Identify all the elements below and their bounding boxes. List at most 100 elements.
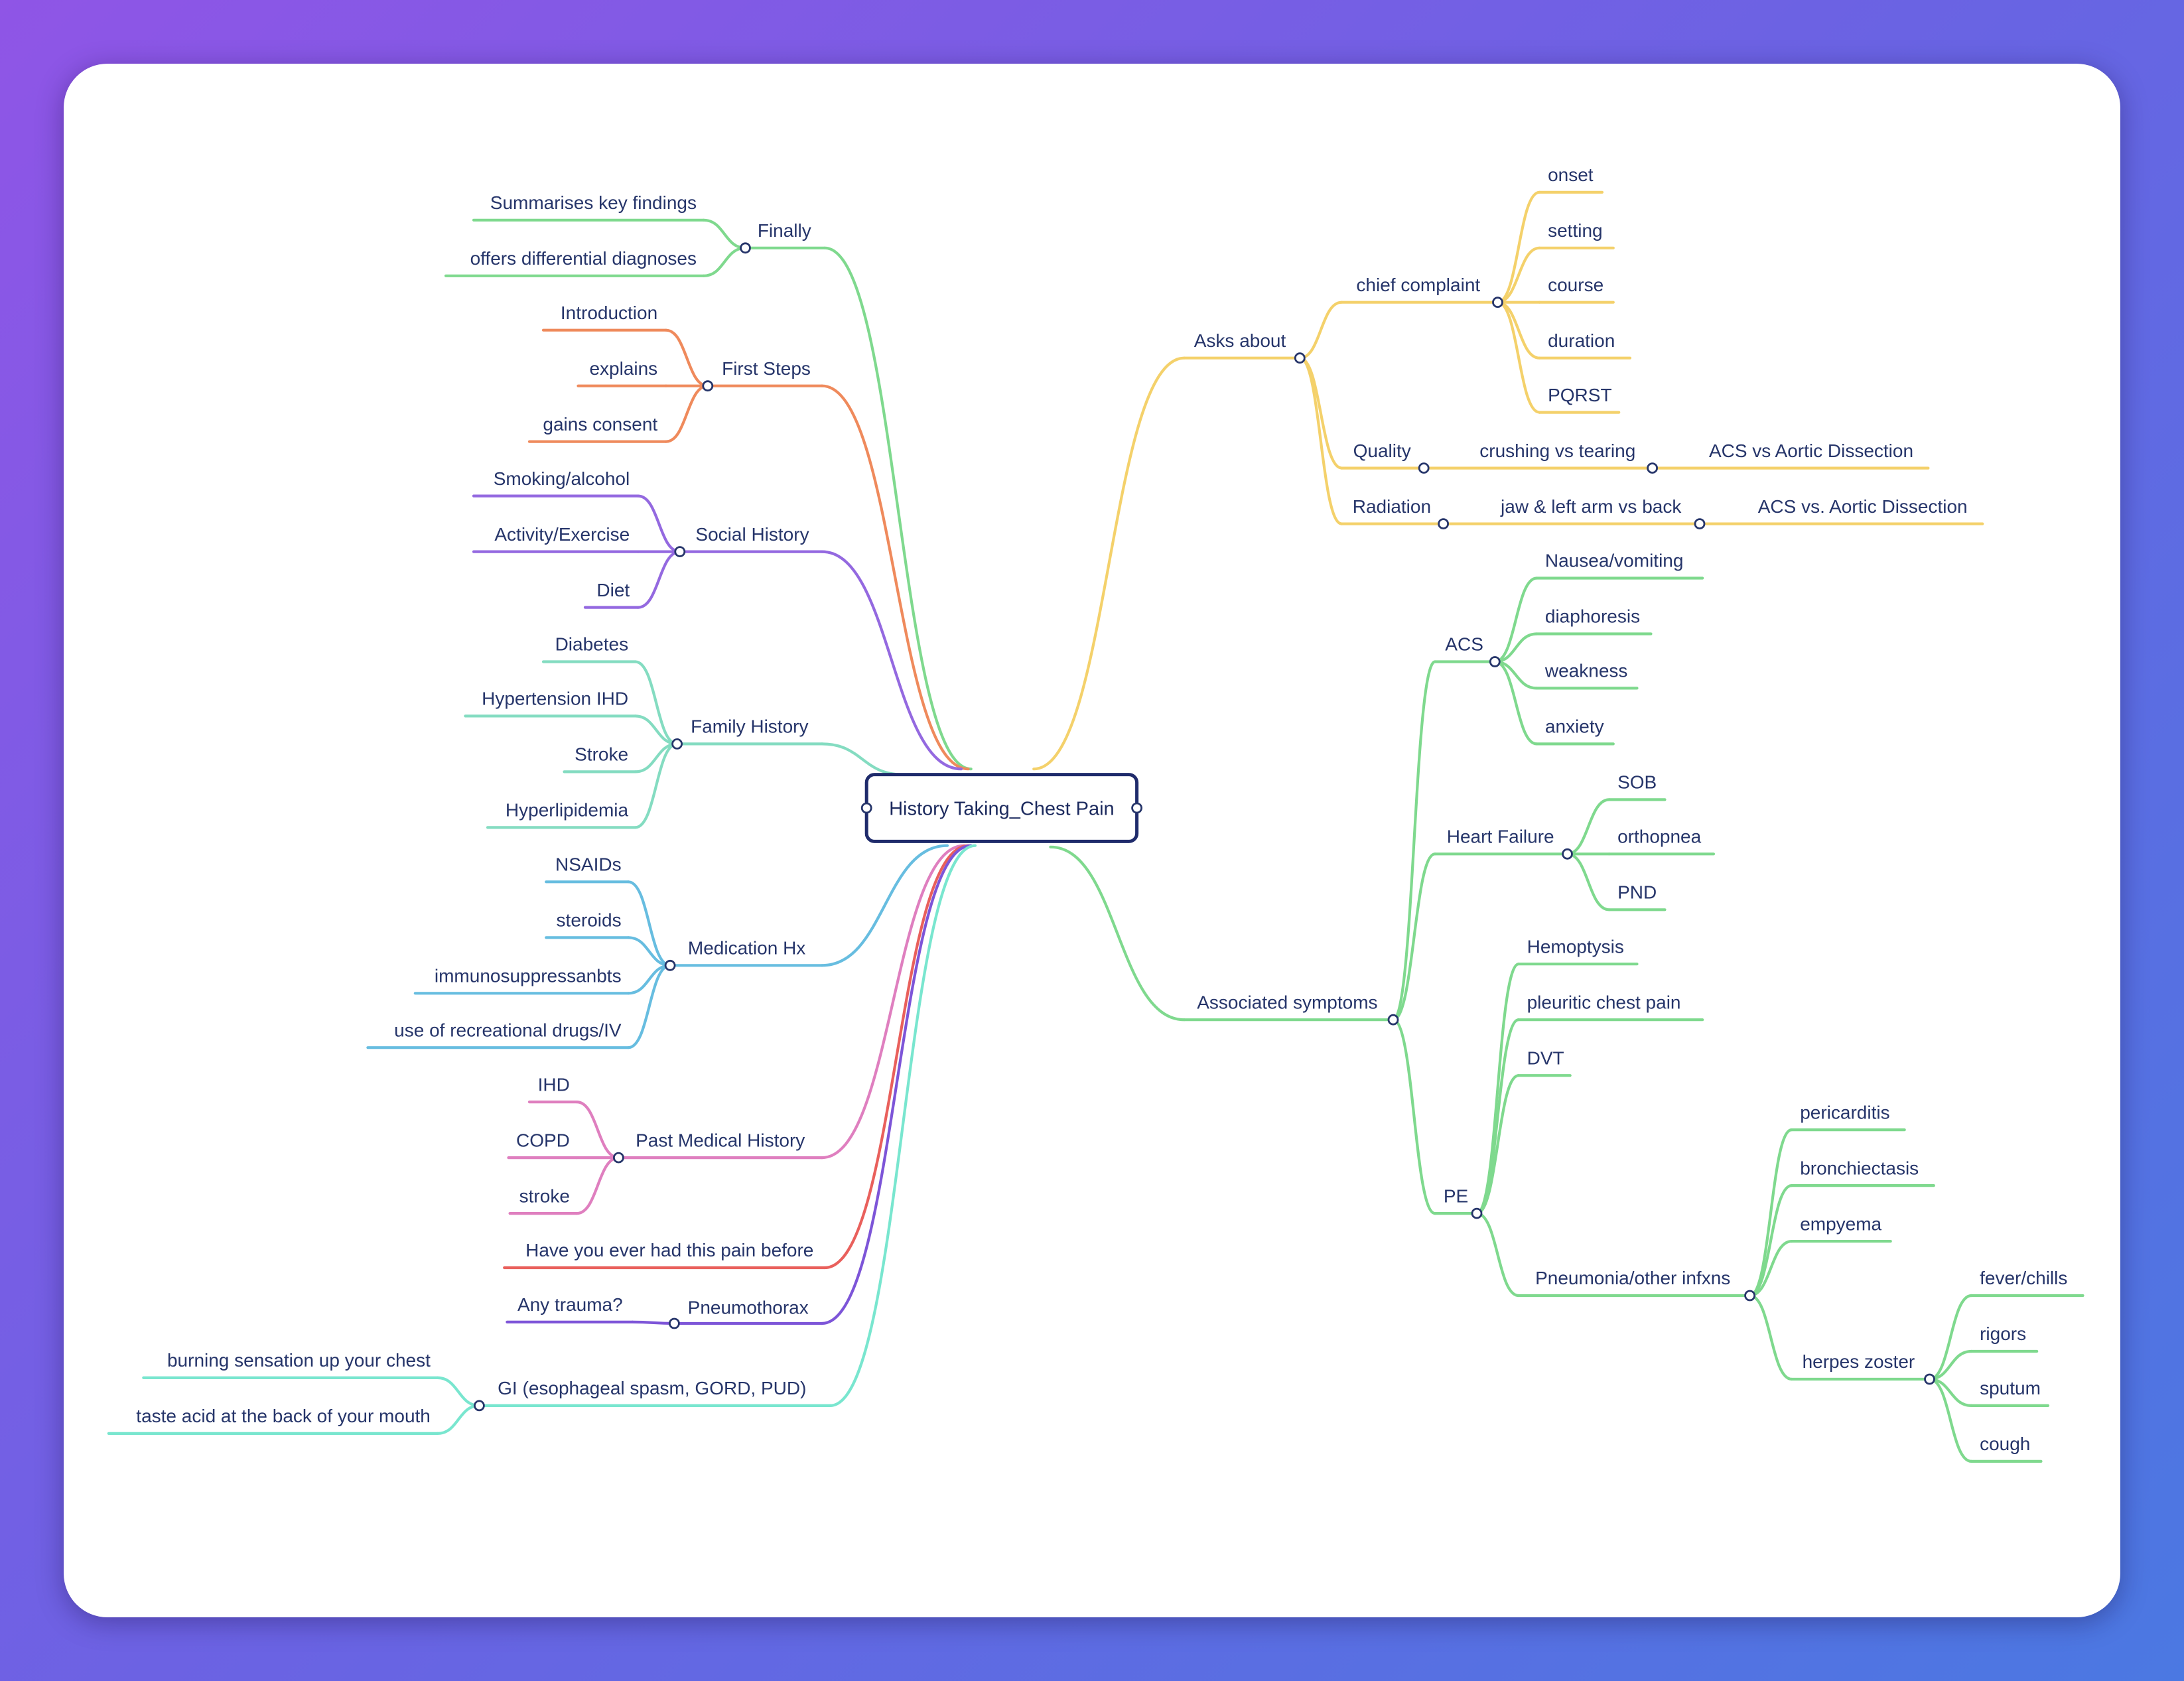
herpes-zoster-child-cough: cough xyxy=(1980,1434,2030,1454)
finally-child-offers-differential-diagnoses: offers differential diagnoses xyxy=(470,248,697,269)
medication-hx-child-nsaids: NSAIDs xyxy=(555,854,622,875)
radiation-connector xyxy=(1298,356,1343,525)
pe-child-connector xyxy=(1475,963,1521,1215)
acs-child-connector xyxy=(1493,660,1538,746)
root-right-handle[interactable] xyxy=(1131,802,1142,814)
gi-child-connector xyxy=(436,1376,481,1407)
acs-child-connector xyxy=(1493,632,1538,663)
acs-child-diaphoresis: diaphoresis xyxy=(1545,606,1640,627)
medication-hx-child-connector xyxy=(627,880,672,967)
gi-child-taste-acid-at-the-back-of-your-mouth: taste acid at the back of your mouth xyxy=(136,1406,431,1426)
first-steps-child-introduction: Introduction xyxy=(561,303,657,323)
quality-child-node[interactable] xyxy=(1647,462,1659,474)
finally-node[interactable] xyxy=(740,242,751,254)
heart-failure-child-pnd: PND xyxy=(1617,882,1657,903)
pe-child-dvt: DVT xyxy=(1527,1047,1564,1068)
acs-label: ACS xyxy=(1445,634,1483,655)
pneumothorax-connector xyxy=(820,844,973,1325)
pe-child-connector xyxy=(1475,1018,1521,1215)
quality-node[interactable] xyxy=(1418,462,1430,474)
quality-label: Quality xyxy=(1353,440,1411,461)
chief-complaint-child-connector xyxy=(1496,246,1541,304)
radiation-label: Radiation xyxy=(1353,496,1431,517)
mind-map: Finally Summarises key findings offers dif… xyxy=(107,165,2084,1463)
family-history-child-diabetes: Diabetes xyxy=(555,634,629,655)
radiation-grandchild-label: ACS vs. Aortic Dissection xyxy=(1758,496,1968,517)
social-history-child-diet: Diet xyxy=(596,580,630,600)
herpes-zoster-child-fever-chills: fever/chills xyxy=(1980,1268,2067,1288)
root-left-handle[interactable] xyxy=(860,802,872,814)
social-history-node[interactable] xyxy=(674,546,686,557)
past-medical-history-child-connector xyxy=(575,1156,620,1215)
herpes-zoster-child-connector xyxy=(1928,1349,1973,1381)
medication-hx-node[interactable] xyxy=(664,959,676,971)
pain-before-connector xyxy=(823,844,970,1270)
chief-complaint-node[interactable] xyxy=(1492,297,1503,308)
connector-lines xyxy=(107,190,2084,1463)
root-node-label: History Taking_Chest Pain xyxy=(889,799,1115,820)
herpes-zoster-label: herpes zoster xyxy=(1803,1351,1915,1372)
past-medical-history-node[interactable] xyxy=(613,1152,624,1164)
social-history-connector xyxy=(820,550,963,771)
radiation-child-label: jaw & left arm vs back xyxy=(1500,496,1682,517)
pneumonia-child-connector xyxy=(1748,1184,1793,1298)
first-steps-child-explains: explains xyxy=(589,358,657,379)
finally-connector xyxy=(823,246,973,771)
medication-hx-connector xyxy=(820,844,949,967)
herpes-zoster-node[interactable] xyxy=(1924,1373,1935,1385)
acs-node[interactable] xyxy=(1489,656,1501,667)
social-history-child-smoking-alcohol: Smoking/alcohol xyxy=(494,468,630,489)
heart-failure-node[interactable] xyxy=(1562,848,1573,860)
family-history-node[interactable] xyxy=(671,738,683,750)
heart-failure-label: Heart Failure xyxy=(1447,827,1554,847)
heart-failure-child-connector xyxy=(1566,798,1611,856)
pneumonia-label: Pneumonia/other infxns xyxy=(1535,1268,1730,1288)
associated-symptoms-node[interactable] xyxy=(1387,1014,1399,1026)
pe-label: PE xyxy=(1444,1185,1468,1206)
pneumothorax-node[interactable] xyxy=(669,1317,680,1329)
canvas-card: Finally Summarises key findings offers dif… xyxy=(64,64,2120,1617)
pe-connector xyxy=(1391,1018,1437,1215)
first-steps-child-gains-consent: gains consent xyxy=(543,414,657,435)
heart-failure-connector xyxy=(1391,852,1437,1022)
asks-about-label: Asks about xyxy=(1194,330,1286,351)
past-medical-history-child-connector xyxy=(575,1101,620,1160)
gi-child-connector xyxy=(436,1404,481,1435)
herpes-zoster-connector xyxy=(1748,1294,1793,1381)
pneumothorax-label: Pneumothorax xyxy=(688,1297,809,1317)
radiation-child-node[interactable] xyxy=(1694,518,1706,529)
finally-child-summarises-key-findings: Summarises key findings xyxy=(490,192,697,213)
chief-complaint-label: chief complaint xyxy=(1356,275,1480,295)
pneumonia-child-empyema: empyema xyxy=(1800,1213,1881,1234)
social-history-label: Social History xyxy=(695,524,809,545)
gi-child-burning-sensation-up-your-chest: burning sensation up your chest xyxy=(167,1350,431,1371)
first-steps-node[interactable] xyxy=(702,380,714,392)
quality-grandchild-label: ACS vs Aortic Dissection xyxy=(1709,440,1913,461)
chief-complaint-child-connector xyxy=(1496,301,1541,360)
heart-failure-child-connector xyxy=(1566,852,1611,911)
family-history-connector xyxy=(820,742,904,776)
herpes-zoster-child-connector xyxy=(1928,1377,1973,1463)
chief-complaint-child-connector xyxy=(1496,190,1541,304)
pneumothorax-child-connector xyxy=(631,1320,676,1325)
radiation-node[interactable] xyxy=(1438,518,1450,529)
finally-label: Finally xyxy=(758,220,811,241)
pain-before-label: Have you ever had this pain before xyxy=(525,1240,813,1260)
asks-about-node[interactable] xyxy=(1294,352,1306,364)
chief-complaint-child-setting: setting xyxy=(1548,220,1603,241)
medication-hx-child-immunosuppressanbts: immunosuppressanbts xyxy=(435,966,622,986)
acs-child-anxiety: anxiety xyxy=(1545,716,1604,737)
pneumonia-node[interactable] xyxy=(1744,1290,1756,1302)
chief-complaint-child-onset: onset xyxy=(1548,165,1594,185)
pneumonia-connector xyxy=(1475,1212,1521,1298)
pe-child-connector xyxy=(1475,1074,1521,1215)
family-history-child-hyperlipidemia: Hyperlipidemia xyxy=(506,800,629,821)
social-history-child-activity-exercise: Activity/Exercise xyxy=(494,524,630,545)
associated-symptoms-connector xyxy=(1049,845,1186,1022)
herpes-zoster-child-sputum: sputum xyxy=(1980,1378,2041,1398)
pe-node[interactable] xyxy=(1471,1207,1483,1219)
pneumonia-child-pericarditis: pericarditis xyxy=(1800,1102,1889,1122)
past-medical-history-child-ihd: IHD xyxy=(538,1074,570,1095)
gi-node[interactable] xyxy=(474,1400,485,1412)
acs-child-nausea-vomiting: Nausea/vomiting xyxy=(1545,551,1684,571)
